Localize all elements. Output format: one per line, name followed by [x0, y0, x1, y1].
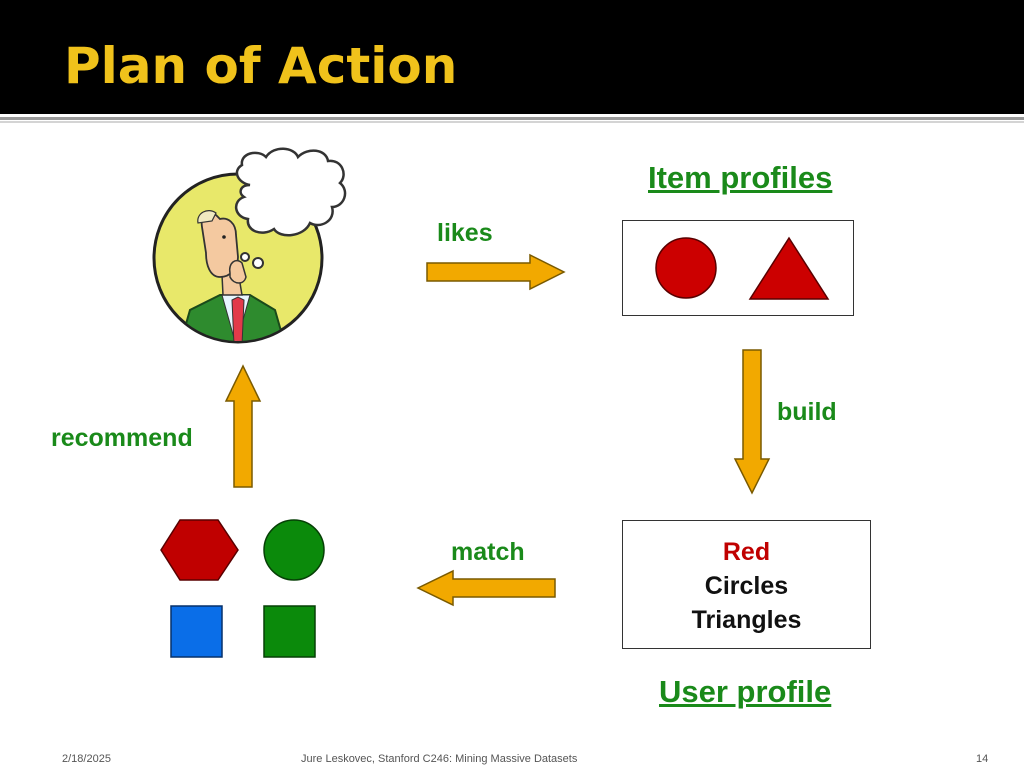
likes-label: likes [437, 219, 493, 247]
likes-arrow [426, 253, 566, 291]
footer-page-number: 14 [976, 753, 989, 765]
item-red-circle [655, 237, 717, 299]
title-divider-light [0, 121, 1024, 123]
build-arrow [733, 349, 771, 495]
footer-course: Jure Leskovec, Stanford C246: Mining Mas… [301, 753, 578, 765]
green-square [263, 605, 316, 658]
thought-bubble [235, 147, 347, 237]
blue-square [170, 605, 223, 658]
match-arrow [416, 569, 556, 607]
person-tie [231, 296, 245, 341]
user-profile-box: Red Circles Triangles [622, 520, 871, 649]
match-label: match [451, 538, 525, 566]
slide-title: Plan of Action [64, 37, 458, 95]
recommend-arrow [224, 364, 262, 488]
profile-line-red: Red [722, 538, 771, 566]
recommended-shapes [160, 519, 325, 658]
recommend-label: recommend [51, 424, 193, 452]
build-label: build [777, 398, 837, 426]
green-circle [263, 519, 325, 581]
footer-date: 2/18/2025 [62, 753, 111, 765]
title-divider [0, 117, 1024, 120]
item-profiles-heading: Item profiles [648, 160, 833, 195]
user-profile-heading: User profile [659, 674, 832, 709]
thinking-person-illustration [152, 147, 347, 344]
title-bar: Plan of Action [0, 0, 1024, 114]
item-shapes [655, 236, 830, 300]
profile-line-triangles: Triangles [691, 606, 802, 634]
red-hexagon [160, 519, 239, 581]
item-red-triangle [748, 236, 830, 300]
profile-line-circles: Circles [704, 572, 789, 600]
